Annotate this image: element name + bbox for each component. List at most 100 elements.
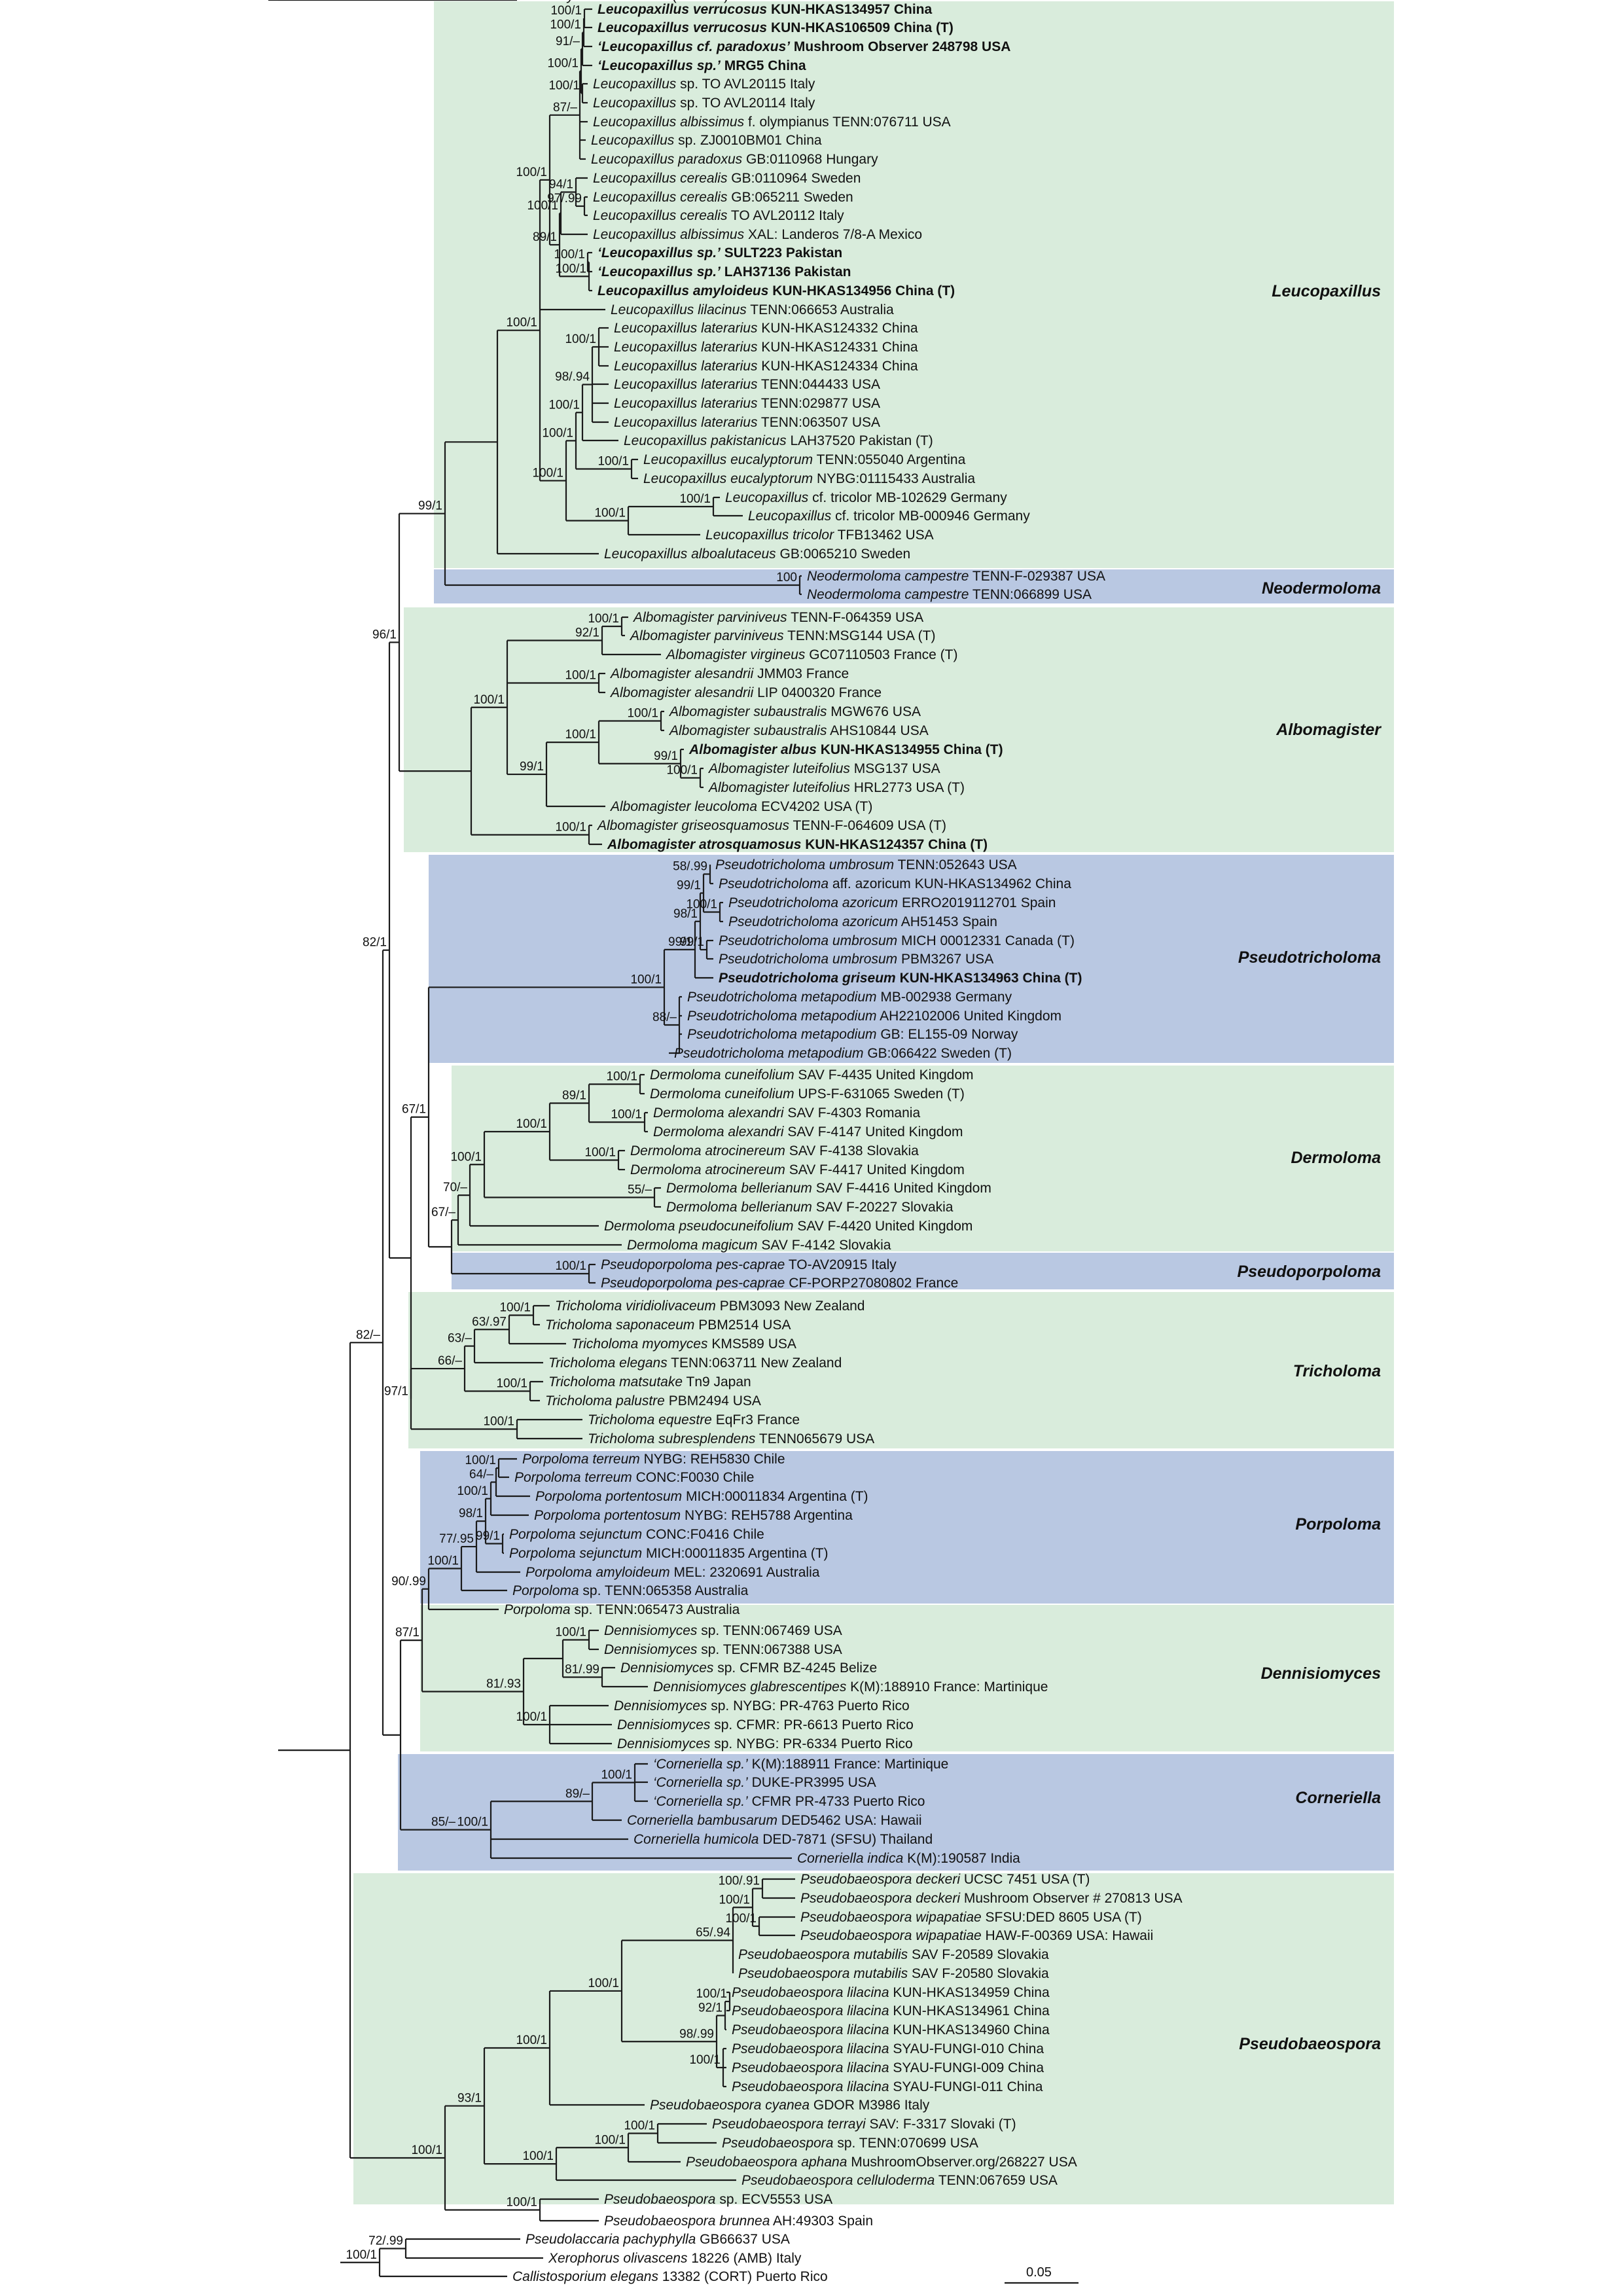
taxon-label: Pseudotricholoma azoricum ERRO2019112701… <box>728 895 1056 910</box>
taxon-label: Pseudobaeospora terrayi SAV: F-3317 Slov… <box>712 2117 1016 2132</box>
support-value: 63/– <box>448 1332 472 1346</box>
taxon-label: Leucopaxillus cerealis GB:0110964 Sweden <box>593 171 861 186</box>
taxon-label: Albomagister griseosquamosus TENN-F-0646… <box>596 818 946 833</box>
taxon-name: Leucopaxillus cerealis <box>593 208 728 223</box>
taxon-name: Tricholoma elegans <box>548 1355 668 1371</box>
support-value: 100/1 <box>506 2196 537 2210</box>
taxon-voucher: TO AVL20112 Italy <box>727 208 844 223</box>
taxon-name: Pseudotricholoma <box>719 876 829 891</box>
taxon-label: Dermoloma atrocinereum SAV F-4417 United… <box>630 1162 965 1177</box>
taxon-voucher: TENN:MSG144 USA (T) <box>784 628 936 643</box>
taxon-label: Leucopaxillus amyloideus KUN-HKAS134956 … <box>597 283 955 298</box>
taxon-voucher: sp. TENN:067388 USA <box>697 1642 842 1657</box>
taxon-voucher: GB:0065210 Sweden <box>776 547 911 562</box>
taxon-label: Pseudobaeospora cyanea GDOR M3986 Italy <box>650 2098 930 2113</box>
support-value: 100/1 <box>548 79 580 93</box>
taxon-voucher: DED5462 USA: Hawaii <box>777 1813 922 1828</box>
taxon-name: Dermoloma pseudocuneifolium <box>604 1219 793 1234</box>
taxon-name: Pseudotricholoma azoricum <box>728 895 898 910</box>
taxon-voucher: TENN-F-064609 USA (T) <box>789 818 946 833</box>
taxon-name: Dennisiomyces glabrescentipes <box>653 1679 847 1695</box>
taxon-voucher: KUN-HKAS106509 China (T) <box>767 20 954 35</box>
taxon-label: Dermoloma magicum SAV F-4142 Slovakia <box>627 1238 891 1253</box>
taxon-name: Leucopaxillus verrucosus <box>597 20 767 35</box>
taxon-voucher: GB:0110968 Hungary <box>742 152 878 167</box>
taxon-voucher: TENN:029877 USA <box>757 396 880 411</box>
taxon-label: Neodermoloma campestre TENN:066899 USA <box>807 587 1092 602</box>
support-value: 99/1 <box>418 499 442 513</box>
taxon-name: Pseudotricholoma azoricum <box>728 914 898 929</box>
taxon-label: Leucopaxillus tricolor TFB13462 USA <box>705 528 934 543</box>
taxon-name: Leucopaxillus lilacinus <box>611 302 747 317</box>
taxon-name: Leucopaxillus pakistanicus <box>624 433 787 448</box>
clade-label-albomagister: Albomagister <box>1275 721 1382 739</box>
taxon-voucher: AH22102006 United Kingdom <box>877 1009 1062 1024</box>
taxon-name: Pseudobaeospora lilacina <box>732 2022 889 2037</box>
taxon-label: Dermoloma bellerianum SAV F-4416 United … <box>666 1181 991 1196</box>
taxon-label: ‘Leucopaxillus sp.’ MRG5 China <box>597 58 806 73</box>
taxon-name: Pseudobaeospora mutabilis <box>738 1966 908 1981</box>
taxon-label: Albomagister subaustralis AHS10844 USA <box>668 723 929 738</box>
support-value: 100/1 <box>550 4 582 18</box>
taxon-voucher: TENN:066899 USA <box>969 587 1092 602</box>
taxon-label: Tricholoma elegans TENN:063711 New Zeala… <box>548 1355 842 1371</box>
support-value: 58/.99 <box>673 860 707 874</box>
support-value: 100/1 <box>689 2053 721 2067</box>
support-value: 100/1 <box>527 199 558 213</box>
taxon-name: Leucopaxillus eucalyptorum <box>643 452 813 467</box>
taxon-name: Neodermoloma campestre <box>807 587 969 602</box>
taxon-voucher: MB-002938 Germany <box>877 990 1012 1005</box>
taxon-voucher: SAV F-4420 United Kingdom <box>793 1219 972 1234</box>
taxon-voucher: GB: EL155-09 Norway <box>877 1027 1018 1042</box>
taxon-name: Tricholoma equestre <box>588 1412 712 1427</box>
taxon-label: Albomagister subaustralis MGW676 USA <box>668 704 921 719</box>
scale-bar: 0.05 <box>1005 2265 1079 2284</box>
taxon-name: ‘Leucopaxillus cf. paradoxus’ <box>597 39 791 54</box>
support-value: 100/1 <box>457 1484 488 1498</box>
taxon-voucher: CONC:F0030 Chile <box>632 1470 755 1485</box>
taxon-voucher: NYBG: REH5830 Chile <box>640 1452 785 1467</box>
taxon-name: Pseudobaeospora wipapatiae <box>800 1928 982 1943</box>
support-value: 100/1 <box>611 1108 642 1122</box>
taxon-name: Dermoloma cuneifolium <box>650 1086 794 1102</box>
taxon-voucher: aff. azoricum KUN-HKAS134962 China <box>829 876 1071 891</box>
clade-label-neodermoloma: Neodermoloma <box>1262 579 1381 598</box>
support-value: 100/1 <box>555 821 586 834</box>
taxon-label: Pseudobaeospora celluloderma TENN:067659… <box>741 2173 1058 2188</box>
support-value: 100/1 <box>550 18 581 32</box>
support-value: 96/1 <box>372 628 397 641</box>
taxon-voucher: SAV: F-3317 Slovaki (T) <box>866 2117 1016 2132</box>
taxon-name: Porpoloma <box>512 1583 579 1598</box>
taxon-name: Porpoloma terreum <box>522 1452 640 1467</box>
taxon-voucher: TENN-F-029387 USA <box>969 569 1105 584</box>
support-value: 64/– <box>469 1468 493 1482</box>
support-value: 100/1 <box>555 1626 586 1640</box>
taxon-label: Leucopaxillus sp. TO AVL20114 Italy <box>593 96 815 111</box>
support-value: 100/1 <box>594 2133 626 2147</box>
taxon-label: Pseudotricholoma griseum KUN-HKAS134963 … <box>719 971 1082 986</box>
taxon-name: Leucopaxillus laterarius <box>614 377 758 392</box>
taxon-voucher: SYAU-FUNGI-010 China <box>889 2041 1044 2056</box>
taxon-label: Pseudobaeospora mutabilis SAV F-20580 Sl… <box>738 1966 1049 1981</box>
taxon-label: ‘Leucopaxillus sp.’ SULT223 Pakistan <box>597 245 842 260</box>
taxon-name: Pseudobaeospora deckeri <box>800 1891 961 1906</box>
taxon-label: Tricholoma equestre EqFr3 France <box>588 1412 800 1427</box>
support-value: 97/1 <box>384 1384 408 1398</box>
taxon-voucher: EqFr3 France <box>712 1412 800 1427</box>
support-value: 100/1 <box>696 1987 727 2001</box>
taxon-label: Tricholoma matsutake Tn9 Japan <box>548 1374 751 1390</box>
clade-box-neodermoloma <box>434 569 1394 603</box>
taxon-voucher: TENN:055040 Argentina <box>813 452 965 467</box>
support-value: 99/1 <box>668 935 692 949</box>
clade-box-dermoloma <box>452 1066 1394 1251</box>
taxon-voucher: TO-AV20915 Italy <box>785 1257 897 1272</box>
taxon-voucher: KUN-HKAS134957 China <box>767 2 932 17</box>
taxon-name: Leucopaxillus <box>591 133 675 148</box>
taxon-label: Pseudotricholoma azoricum AH51453 Spain <box>728 914 997 929</box>
support-value: 89/– <box>565 1787 590 1801</box>
taxon-label: ‘Leucopaxillus cf. paradoxus’ Mushroom O… <box>597 39 1010 54</box>
taxon-name: Corneriella bambusarum <box>627 1813 777 1828</box>
taxon-label: ‘Corneriella sp.’ K(M):188911 France: Ma… <box>653 1757 948 1772</box>
taxon-label: Dennisiomyces sp. NYBG: PR-4763 Puerto R… <box>614 1698 910 1713</box>
taxon-label: Albomagister luteifolius HRL2773 USA (T) <box>707 780 965 795</box>
